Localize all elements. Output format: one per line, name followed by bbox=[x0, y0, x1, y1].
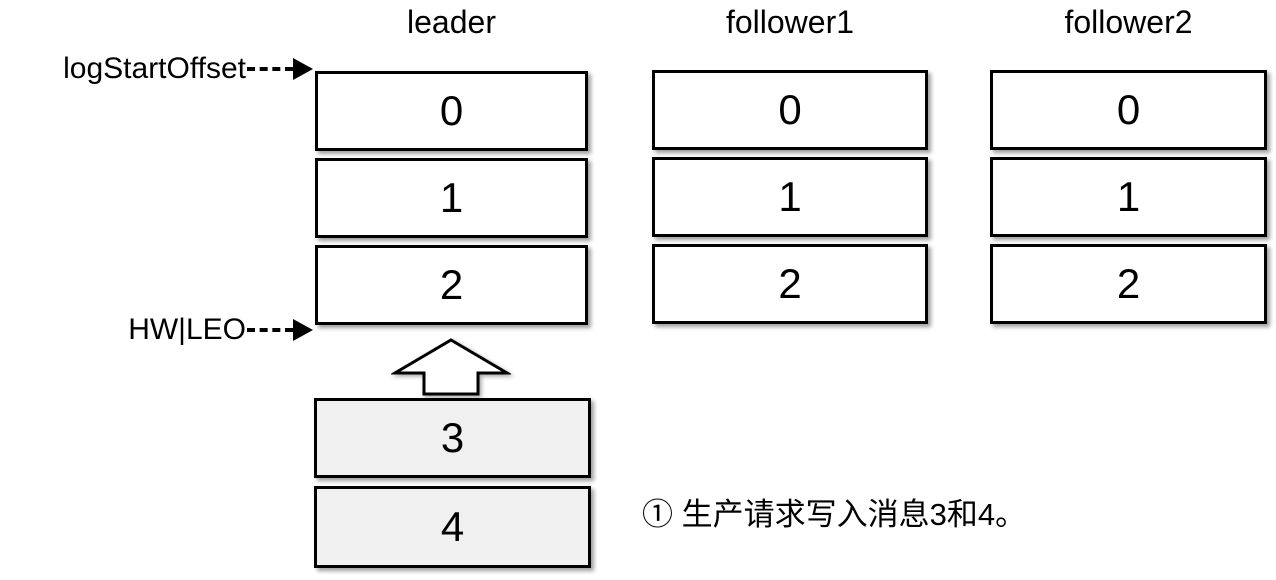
log-cell-value: 1 bbox=[778, 173, 802, 220]
log-cell-value: 2 bbox=[439, 261, 464, 308]
log-cell-leader-2: 2 bbox=[315, 245, 588, 325]
hw-leo-marker: HW|LEO bbox=[5, 313, 313, 347]
marker-label: logStartOffset bbox=[63, 52, 246, 85]
log-cell-value: 3 bbox=[440, 414, 465, 461]
incoming-cell-3: 3 bbox=[314, 398, 591, 478]
log-cell-value: 0 bbox=[439, 87, 464, 134]
dashed-connector bbox=[247, 67, 293, 71]
log-cell-leader-0: 0 bbox=[315, 71, 588, 151]
log-cell-value: 1 bbox=[439, 174, 464, 221]
step-caption: ① 生产请求写入消息3和4。 bbox=[642, 497, 1027, 532]
arrowhead-icon bbox=[293, 58, 313, 80]
column-header-follower2: follower2 bbox=[1064, 4, 1193, 40]
arrowhead-icon bbox=[293, 319, 313, 341]
log-cell-value: 4 bbox=[440, 503, 465, 550]
append-up-arrow-icon bbox=[391, 338, 511, 396]
log-cell-value: 0 bbox=[778, 86, 802, 133]
log-cell-follower1-2: 2 bbox=[652, 244, 928, 324]
log-cell-value: 2 bbox=[1116, 260, 1141, 307]
log-cell-follower2-2: 2 bbox=[990, 244, 1267, 324]
log-cell-value: 1 bbox=[1116, 173, 1141, 220]
log-cell-follower2-1: 1 bbox=[990, 157, 1267, 237]
log-cell-follower2-0: 0 bbox=[990, 70, 1267, 150]
marker-label: HW|LEO bbox=[128, 313, 246, 346]
column-header-leader: leader bbox=[407, 4, 496, 40]
log-cell-follower1-1: 1 bbox=[652, 157, 928, 237]
log-cell-value: 0 bbox=[1116, 86, 1141, 133]
log-cell-value: 2 bbox=[778, 260, 802, 307]
dashed-connector bbox=[247, 328, 293, 332]
log-cell-follower1-0: 0 bbox=[652, 70, 928, 150]
incoming-cell-4: 4 bbox=[314, 486, 591, 568]
log-start-offset-marker: logStartOffset bbox=[5, 52, 313, 86]
column-header-follower1: follower1 bbox=[725, 4, 855, 40]
log-cell-leader-1: 1 bbox=[315, 158, 588, 238]
